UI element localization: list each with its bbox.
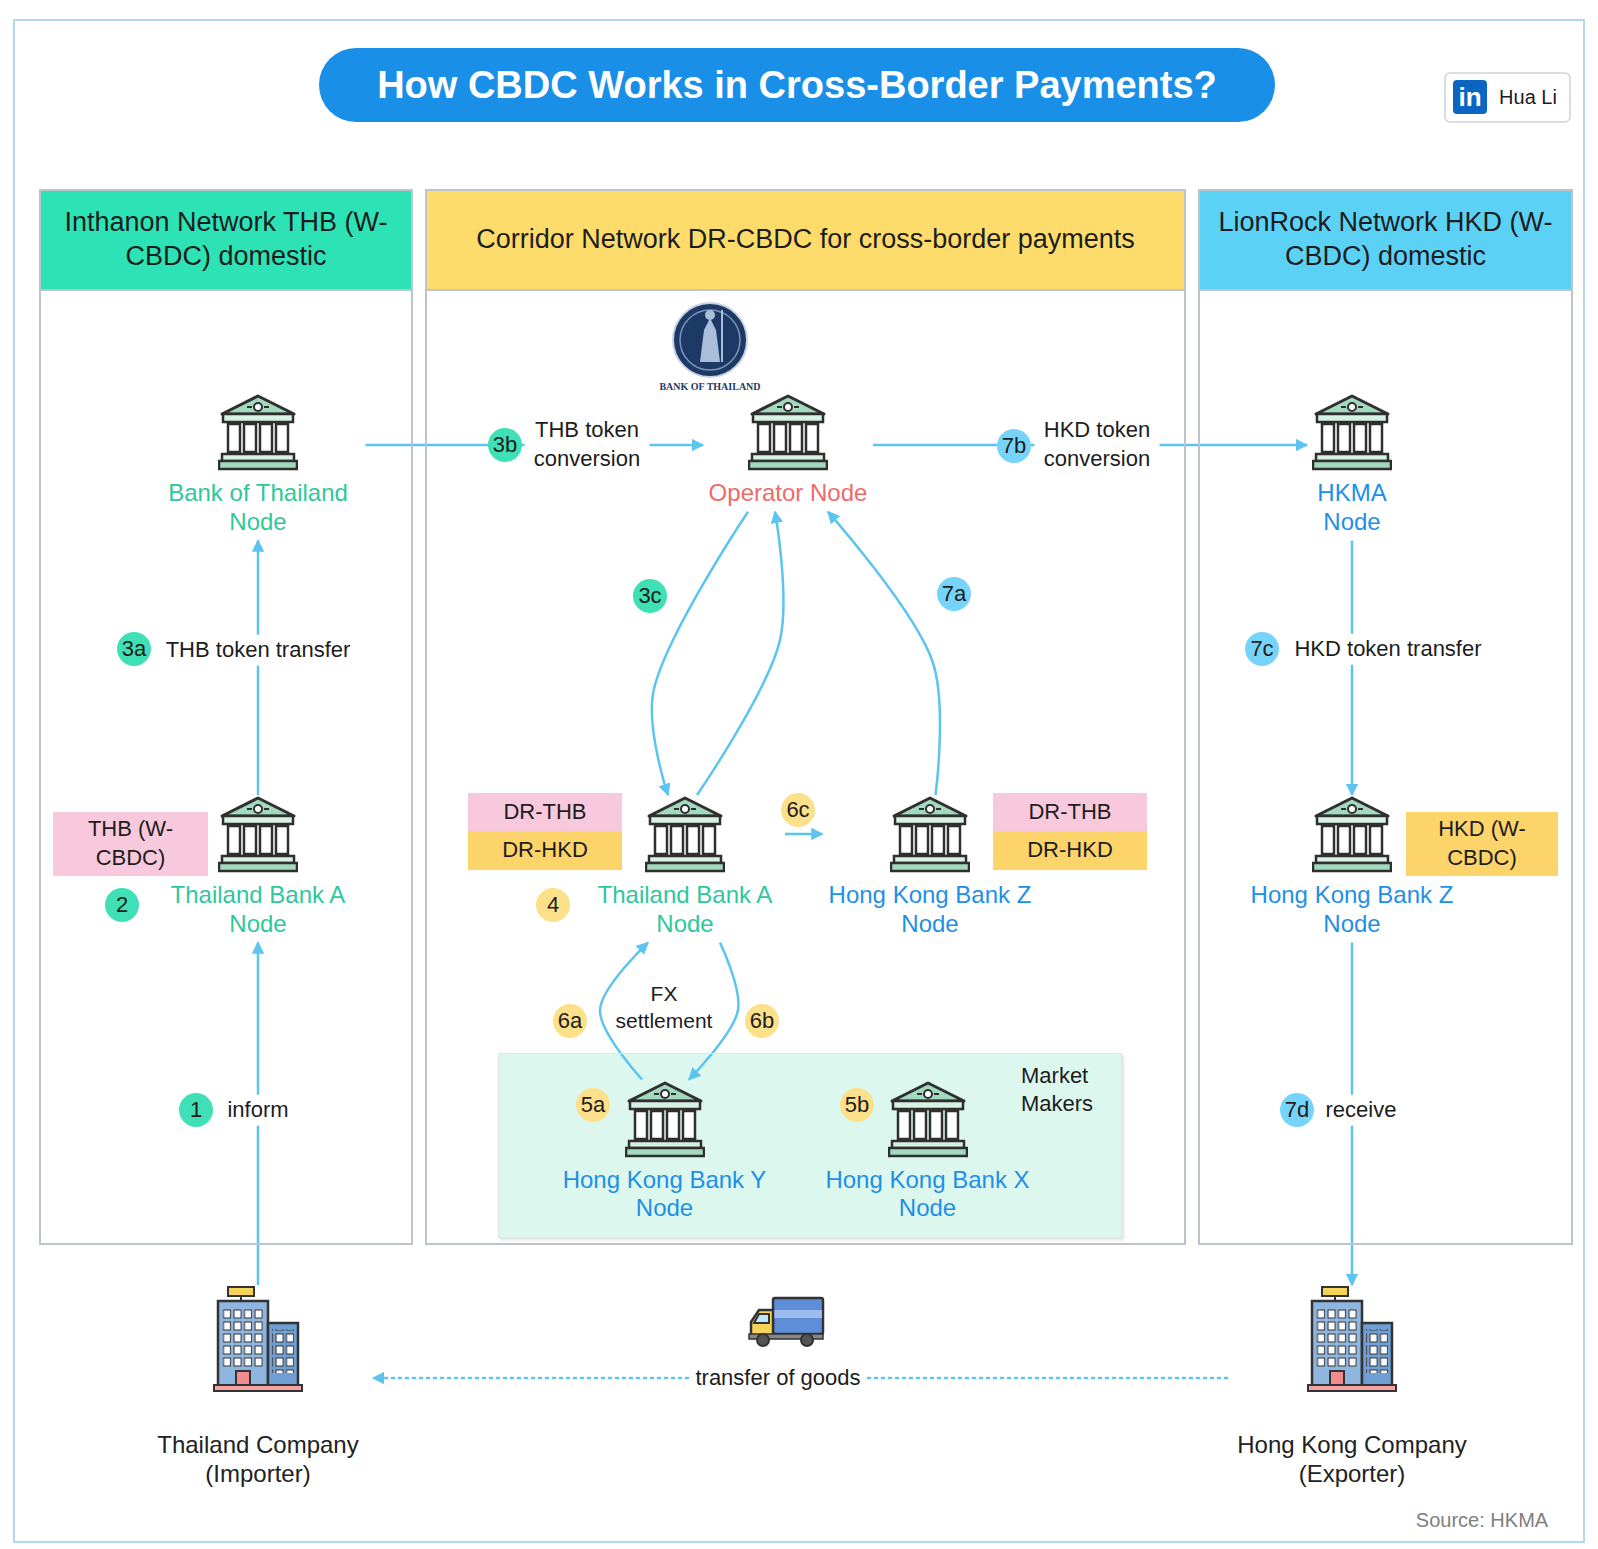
- node-label: Thailand Bank A Node: [585, 881, 785, 939]
- flow-arrow: [652, 512, 748, 795]
- token-tag: DR-HKD: [993, 831, 1147, 870]
- tag-text: DR-THB: [503, 798, 586, 827]
- panel-header: LionRock Network HKD (W-CBDC) domestic: [1200, 191, 1571, 291]
- panel-header: Inthanon Network THB (W-CBDC) domestic: [41, 191, 411, 291]
- callout-number: 1: [179, 1093, 213, 1127]
- market-makers-box: Market MakersHong Kong Bank Y Node Hong K…: [498, 1053, 1122, 1238]
- note: Hua Li: [1499, 84, 1557, 110]
- market-makers-fill: [498, 1053, 1122, 1238]
- icon-space: [585, 795, 785, 873]
- flow-arrow: [1351, 541, 1354, 795]
- network-panel: LionRock Network HKD (W-CBDC) domesticHK…: [1198, 189, 1573, 1245]
- node-label: Operator Node: [703, 479, 873, 508]
- node-label: HKMA Node: [1307, 479, 1397, 537]
- linkedin-mark: in: [1453, 80, 1487, 114]
- edge-label: HKD token transfer: [1290, 634, 1485, 665]
- badge-box: [1445, 73, 1570, 122]
- bank-icons: [219, 396, 1391, 1156]
- company-node: Hong Kong Company (Exporter): [1227, 1285, 1477, 1493]
- callout-number: 7d: [1280, 1093, 1314, 1127]
- token-tag: DR-HKD: [468, 831, 622, 870]
- callout-number: 4: [536, 888, 570, 922]
- building-icon: [214, 1287, 302, 1391]
- edge-label: HKD token conversion: [1035, 415, 1160, 474]
- callout-number: 3b: [488, 428, 522, 462]
- callout-number: 3a: [117, 632, 151, 666]
- company-node: Thailand Company (Importer): [143, 1285, 373, 1493]
- callout-number: 7b: [997, 429, 1031, 463]
- network-panel: Inthanon Network THB (W-CBDC) domesticBa…: [39, 189, 413, 1245]
- node-label: Thailand Company (Importer): [143, 1431, 373, 1489]
- panel-header: Corridor Network DR-CBDC for cross-borde…: [427, 191, 1184, 291]
- icon-space: [1227, 1285, 1477, 1393]
- node-label: Hong Kong Bank Y Node: [557, 1166, 772, 1224]
- callout-number: 6b: [745, 1004, 779, 1038]
- edge-label: receive: [1322, 1095, 1401, 1126]
- network-panel: Corridor Network DR-CBDC for cross-borde…: [425, 189, 1186, 1245]
- title-pill: [319, 48, 1275, 122]
- node-label: Hong Kong Bank X Node: [820, 1166, 1035, 1224]
- building-icon: [1308, 1287, 1396, 1391]
- bank-node: HKMA Node: [1307, 393, 1397, 541]
- tag-text: DR-HKD: [1027, 836, 1113, 865]
- node-label: Thailand Bank A Node: [158, 881, 358, 939]
- frame: [14, 20, 1584, 1542]
- node-label: Hong Kong Bank Z Node: [823, 881, 1038, 939]
- edge-label: transfer of goods: [691, 1363, 864, 1394]
- token-tag: DR-THB: [468, 793, 622, 831]
- token-tag: DR-THB: [993, 793, 1147, 831]
- bank-node: Operator Node: [703, 393, 873, 512]
- flow-arrow: [257, 541, 260, 795]
- node-label: Hong Kong Bank Z Node: [1245, 881, 1460, 939]
- source-note: Source: HKMA: [1416, 1509, 1548, 1532]
- flow-arrow: [828, 512, 940, 795]
- group-label: Market Makers: [1021, 1062, 1111, 1117]
- token-tag: HKD (W-CBDC): [1406, 812, 1558, 876]
- node-label: Bank of Thailand Node: [151, 479, 366, 537]
- edge-label: THB token transfer: [162, 635, 355, 666]
- callout-number: 5b: [840, 1088, 874, 1122]
- flow-arrow: [697, 512, 783, 795]
- icon-space: [143, 1285, 373, 1393]
- flow-arrow: [785, 833, 823, 836]
- edge-label: THB token conversion: [525, 415, 650, 474]
- icon-space: [1307, 393, 1397, 471]
- icon-space: [703, 393, 873, 471]
- node-label: Hong Kong Company (Exporter): [1227, 1431, 1477, 1489]
- tag-text: HKD (W-CBDC): [1426, 815, 1538, 872]
- icon-space: [151, 393, 366, 471]
- tag-text: DR-THB: [1028, 798, 1111, 827]
- truck-icon: [749, 1298, 823, 1346]
- note: FX settlement: [604, 980, 724, 1035]
- callout-number: 7c: [1245, 632, 1279, 666]
- callout-number: 3c: [633, 579, 667, 613]
- tag-text: DR-HKD: [502, 836, 588, 865]
- bank-of-thailand-logo: [673, 303, 747, 377]
- edge-label: inform: [223, 1095, 292, 1126]
- callout-number: 7a: [937, 577, 971, 611]
- callout-number: 2: [105, 888, 139, 922]
- callout-number: 6c: [781, 793, 815, 827]
- callout-number: 5a: [576, 1088, 610, 1122]
- callout-number: 6a: [553, 1004, 587, 1038]
- logo-text: BANK OF THAILAND: [659, 381, 760, 392]
- bank-node: Bank of Thailand Node: [151, 393, 366, 541]
- tag-text: THB (W-CBDC): [75, 815, 187, 872]
- title: How CBDC Works in Cross-Border Payments?: [377, 64, 1217, 107]
- token-tag: THB (W-CBDC): [53, 812, 208, 876]
- bank-node: Thailand Bank A Node: [585, 795, 785, 943]
